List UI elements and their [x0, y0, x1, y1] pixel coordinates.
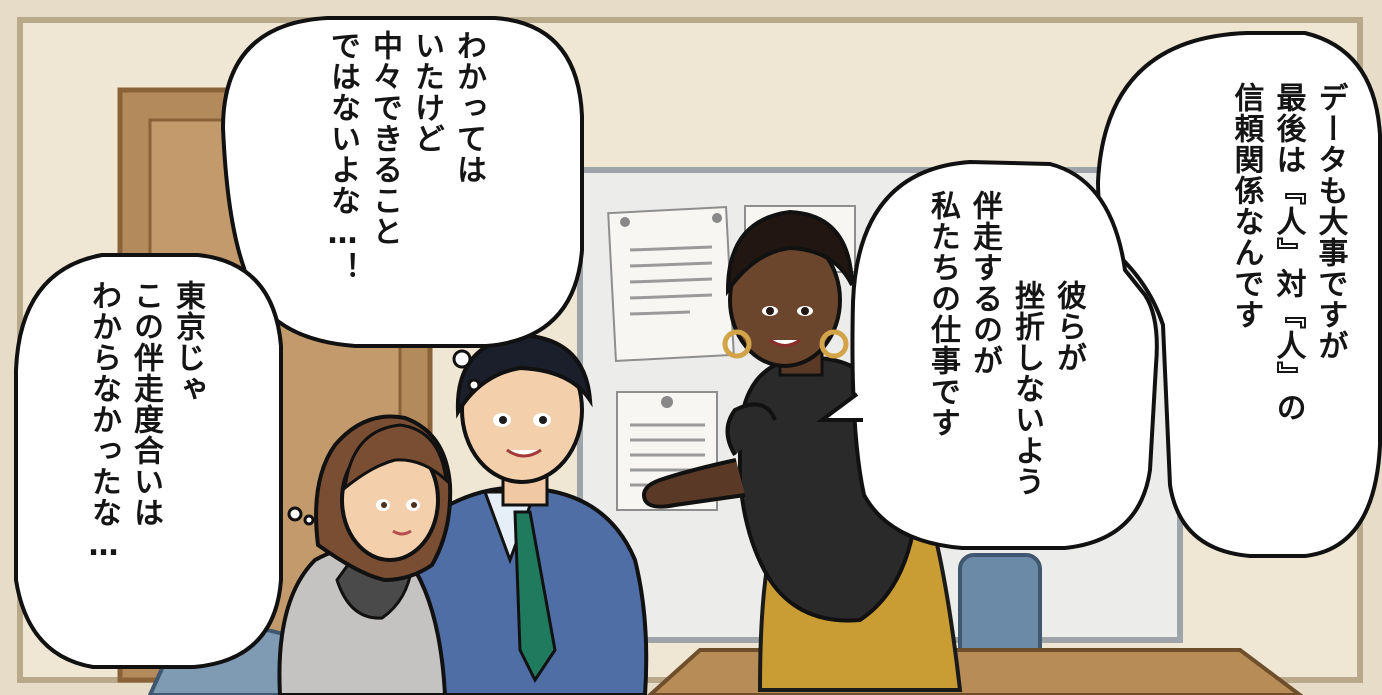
thought-bubble-left: 東京じゃ この伴走度合いは わからなかったな…	[45, 280, 245, 640]
thought-dot-top-1	[452, 349, 472, 369]
meeting-table	[647, 648, 1304, 695]
thought-left-line-3: わからなかったな…	[86, 280, 121, 564]
thought-dot-left-1	[287, 506, 303, 522]
thought-dot-left-2	[303, 514, 315, 526]
speech-bubble-right-inner: 彼らが 挫折しないよう 伴走するのが 私たちの仕事です	[885, 190, 1125, 520]
thought-bubble-left-shape	[14, 253, 283, 669]
thought-top-line-2: いたけど	[409, 30, 444, 154]
businessman	[382, 332, 649, 695]
presenter-woman	[642, 209, 963, 692]
thought-top-line-4: ではないよな…！	[325, 30, 360, 283]
thought-top-line-1: わかっては	[451, 30, 486, 185]
speech-right-inner-line-2: 挫折しないよう	[1009, 280, 1044, 497]
speech-right-inner-line-1: 彼らが	[1051, 280, 1086, 373]
pinned-document-1	[607, 205, 735, 363]
businesswoman	[277, 414, 453, 695]
speech-right-outer-line-3: 信頼関係なんです	[1228, 82, 1264, 330]
speech-bubble-right-outer-shape	[1095, 31, 1382, 558]
thought-top-line-3: 中々できること	[367, 30, 402, 247]
speech-bubble-right-inner-shape	[850, 159, 1159, 550]
speech-right-outer-line-2: 最後は『人』対『人』の	[1270, 82, 1306, 423]
speech-right-inner-line-4: 私たちの仕事です	[925, 190, 960, 438]
speech-right-inner-line-3: 伴走するのが	[967, 190, 1002, 376]
thought-bubble-top-shape	[220, 16, 584, 348]
speech-right-outer-line-1: データも大事ですが	[1312, 82, 1348, 361]
thought-dot-top-2	[467, 378, 481, 392]
thought-left-line-2: この伴走度合いは	[128, 280, 163, 528]
thought-bubble-top: わかっては いたけど 中々できること ではないよな…！	[280, 30, 530, 330]
speech-bubble-right-outer: データも大事ですが 最後は『人』対『人』の 信頼関係なんです	[1216, 82, 1359, 502]
thought-left-line-1: 東京じゃ	[170, 280, 205, 404]
speech-tail-right-inner	[815, 392, 863, 422]
